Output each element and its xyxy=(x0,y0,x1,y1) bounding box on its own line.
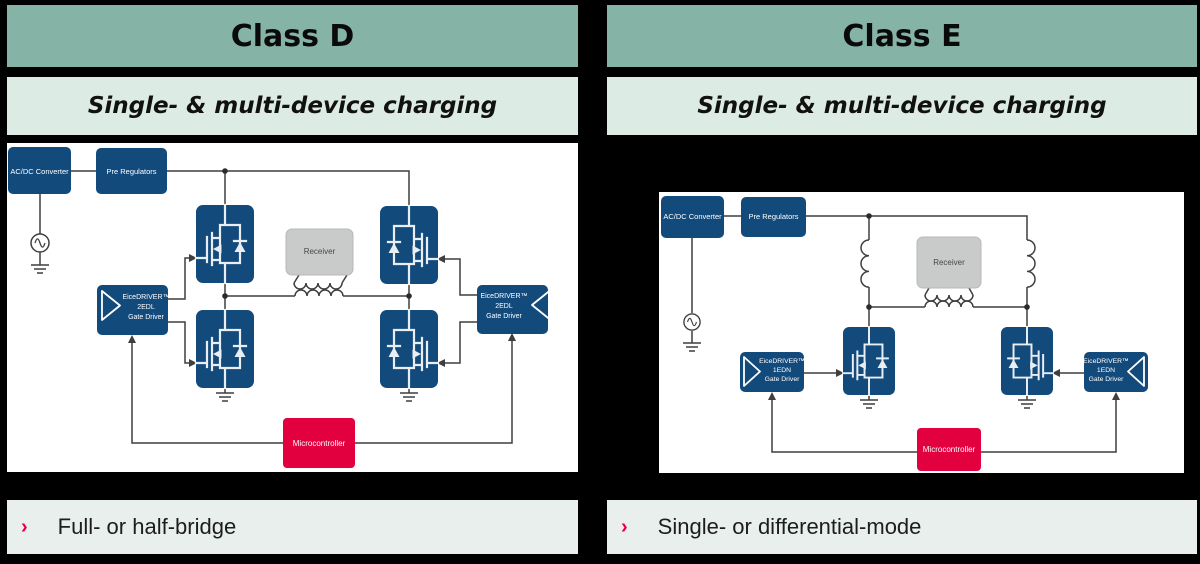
acdc-converter-block: AC/DC Converter xyxy=(661,196,724,238)
gate-driver-block-right: EiceDRIVER™ 1EDN Gate Driver xyxy=(1083,352,1148,392)
chevron-bullet-icon: › xyxy=(621,515,628,538)
receiver-block: Receiver xyxy=(285,228,354,276)
gate-driver-block-left: EiceDRIVER™ 2EDL Gate Driver xyxy=(97,285,170,335)
gate-driver-part: 1EDN xyxy=(1097,367,1115,374)
ground-icon xyxy=(859,399,879,409)
class-d-diagram-row: Receiver AC/DC Converter Pre Regulators xyxy=(7,143,578,473)
microcontroller-label: Microcontroller xyxy=(923,445,976,454)
mosfet-block-top-right xyxy=(378,204,440,286)
class-d-circuit-diagram: Receiver AC/DC Converter Pre Regulators xyxy=(8,147,551,468)
receiver-label: Receiver xyxy=(933,258,965,267)
gate-driver-block-left: EiceDRIVER™ 1EDN Gate Driver xyxy=(740,352,805,392)
panel-class-e: Class E Single- & multi-device charging xyxy=(607,0,1197,564)
gate-driver-block-right: EiceDRIVER™ 2EDL Gate Driver xyxy=(477,285,551,334)
receiver-label: Receiver xyxy=(304,247,336,256)
microcontroller-block: Microcontroller xyxy=(917,428,981,471)
gate-driver-part: 1EDN xyxy=(773,367,791,374)
ac-source-icon xyxy=(683,313,701,331)
ground-icon xyxy=(215,392,235,402)
junction-dot xyxy=(1024,304,1030,310)
class-e-subtitle-bar: Single- & multi-device charging xyxy=(607,77,1197,135)
acdc-converter-label: AC/DC Converter xyxy=(663,212,722,221)
class-e-bullet-text: Single- or differential-mode xyxy=(657,514,922,539)
gate-driver-name: EiceDRIVER™ xyxy=(1083,358,1129,365)
gate-driver-role: Gate Driver xyxy=(128,314,164,321)
transformer-icon xyxy=(293,274,348,297)
pre-regulators-block: Pre Regulators xyxy=(96,148,167,194)
class-d-subtitle: Single- & multi-device charging xyxy=(87,93,498,119)
wire-arrowheads xyxy=(768,369,1120,400)
pre-regulators-label: Pre Regulators xyxy=(748,212,798,221)
inductor-icon xyxy=(1026,239,1036,288)
class-d-bullet-bar: › Full- or half-bridge xyxy=(7,500,578,554)
class-e-diagram-area: Receiver AC/DC Converter Pre Regulators xyxy=(659,192,1184,473)
ac-source-icon xyxy=(30,233,50,253)
class-e-circuit-diagram: Receiver AC/DC Converter Pre Regulators xyxy=(661,196,1148,471)
wire-arrowheads xyxy=(128,254,516,367)
inductor-icon xyxy=(860,239,870,288)
gate-driver-role: Gate Driver xyxy=(486,313,522,320)
gate-driver-part: 2EDL xyxy=(495,303,513,310)
acdc-converter-label: AC/DC Converter xyxy=(10,167,69,176)
receiver-block: Receiver xyxy=(916,236,982,289)
ground-icon xyxy=(30,264,50,274)
class-e-title: Class E xyxy=(842,18,962,54)
pre-regulators-block: Pre Regulators xyxy=(741,197,806,237)
class-d-subtitle-bar: Single- & multi-device charging xyxy=(7,77,578,135)
chevron-bullet-icon: › xyxy=(21,515,28,538)
class-e-subtitle: Single- & multi-device charging xyxy=(697,93,1107,119)
ground-icon xyxy=(1017,399,1037,409)
gate-driver-role: Gate Driver xyxy=(765,376,800,383)
mosfet-block-bottom-right xyxy=(378,308,440,390)
junction-dot xyxy=(866,213,872,219)
panel-class-d: Class D Single- & multi-device charging xyxy=(7,0,578,564)
class-d-bullet-text: Full- or half-bridge xyxy=(57,514,237,539)
acdc-converter-block: AC/DC Converter xyxy=(8,147,71,194)
mosfet-block-left xyxy=(842,326,897,397)
junction-dot xyxy=(222,168,228,174)
gate-driver-name: EiceDRIVER™ xyxy=(759,358,805,365)
class-d-title: Class D xyxy=(230,18,355,54)
microcontroller-label: Microcontroller xyxy=(293,439,346,448)
ground-icon xyxy=(682,342,702,352)
mosfet-block-right xyxy=(999,326,1054,397)
class-d-header: Class D xyxy=(7,5,578,67)
gate-driver-name: EiceDRIVER™ xyxy=(480,293,527,300)
ground-icon xyxy=(399,392,419,402)
class-d-diagram-area: Receiver AC/DC Converter Pre Regulators xyxy=(7,143,578,472)
class-e-bullet-bar: › Single- or differential-mode xyxy=(607,500,1197,554)
class-e-header: Class E xyxy=(607,5,1197,67)
gate-driver-role: Gate Driver xyxy=(1089,376,1124,383)
gate-driver-name: EiceDRIVER™ xyxy=(122,294,169,301)
class-e-diagram-row: Receiver AC/DC Converter Pre Regulators xyxy=(607,143,1197,473)
mosfet-block-top-left xyxy=(194,203,256,285)
microcontroller-block: Microcontroller xyxy=(283,418,355,468)
pre-regulators-label: Pre Regulators xyxy=(106,167,156,176)
junction-dot xyxy=(406,293,412,299)
junction-dot xyxy=(866,304,872,310)
transformer-icon xyxy=(924,287,974,308)
junction-dot xyxy=(222,293,228,299)
gate-driver-part: 2EDL xyxy=(137,304,155,311)
mosfet-block-bottom-left xyxy=(194,308,256,390)
